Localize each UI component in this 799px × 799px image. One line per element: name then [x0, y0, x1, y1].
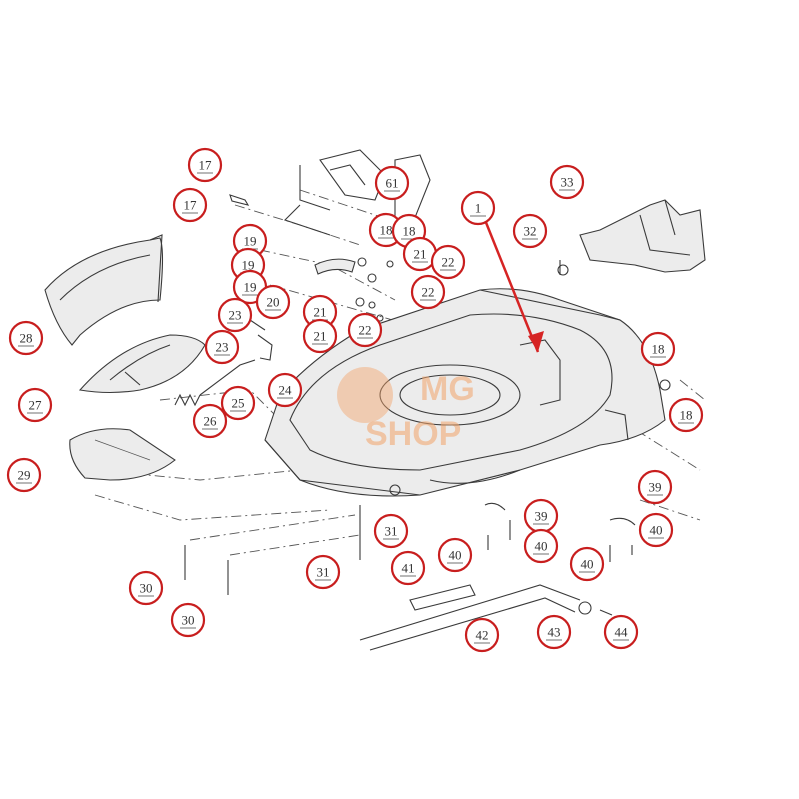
- callout-23: 23: [204, 329, 240, 365]
- callout-label: 29: [18, 468, 31, 483]
- callout-label: 40: [449, 548, 462, 563]
- callout-18: 18: [640, 331, 676, 367]
- callout-18: 18: [668, 397, 704, 433]
- callout-21: 21: [302, 318, 338, 354]
- callout-22: 22: [347, 312, 383, 348]
- callout-label: 19: [242, 258, 255, 273]
- callout-40: 40: [523, 528, 559, 564]
- callout-label: 43: [548, 625, 561, 640]
- callout-39: 39: [523, 498, 559, 534]
- callout-label: 20: [267, 295, 280, 310]
- callout-17: 17: [187, 147, 223, 183]
- rear-guard-part: [579, 199, 706, 273]
- watermark-line-1: MG: [420, 370, 475, 408]
- callout-27: 27: [17, 387, 53, 423]
- callout-23: 23: [217, 297, 253, 333]
- callout-label: 22: [442, 255, 455, 270]
- callout-label: 18: [652, 342, 665, 357]
- callout-26: 26: [192, 403, 228, 439]
- callout-29: 29: [6, 457, 42, 493]
- front-plate-part: [69, 428, 176, 481]
- callout-label: 28: [20, 331, 33, 346]
- shop-watermark: MG SHOP: [337, 367, 475, 453]
- callout-label: 21: [314, 329, 327, 344]
- callout-label: 31: [317, 565, 330, 580]
- callout-label: 30: [140, 581, 153, 596]
- callout-label: 18: [403, 224, 416, 239]
- callout-label: 40: [535, 539, 548, 554]
- callout-label: 22: [422, 285, 435, 300]
- callout-25: 25: [220, 385, 256, 421]
- callout-32: 32: [512, 213, 548, 249]
- callout-label: 21: [414, 247, 427, 262]
- callout-label: 31: [385, 524, 398, 539]
- callout-label: 18: [380, 223, 393, 238]
- callout-31: 31: [373, 513, 409, 549]
- callout-41: 41: [390, 550, 426, 586]
- callout-61: 61: [374, 165, 410, 201]
- callout-30: 30: [128, 570, 164, 606]
- watermark-line-2: SHOP: [365, 415, 461, 453]
- callout-label: 19: [244, 234, 257, 249]
- callout-24: 24: [267, 372, 303, 408]
- callout-20: 20: [255, 284, 291, 320]
- callout-label: 40: [650, 523, 663, 538]
- callout-21: 21: [302, 294, 338, 330]
- callout-21: 21: [402, 236, 438, 272]
- callout-label: 23: [229, 308, 242, 323]
- callout-label: 24: [279, 383, 293, 398]
- callout-label: 42: [476, 628, 489, 643]
- callout-39: 39: [637, 469, 673, 505]
- callout-label: 30: [182, 613, 195, 628]
- callout-28: 28: [8, 320, 44, 356]
- spring-part: [174, 359, 256, 407]
- top-linkage-parts: [229, 149, 431, 361]
- rear-deflector-part: [44, 234, 164, 346]
- callout-40: 40: [638, 512, 674, 548]
- callout-40: 40: [569, 546, 605, 582]
- callout-label: 25: [232, 396, 245, 411]
- callout-33: 33: [549, 164, 585, 200]
- callout-31: 31: [305, 554, 341, 590]
- callout-label: 18: [680, 408, 693, 423]
- part-indicator-arrow: [483, 219, 544, 353]
- callout-labels: 17 17 61 33 1 32 19 19 19 18 18 21 22 22 20 21 21 22 23 23 2…: [6, 147, 704, 653]
- callout-label: 17: [184, 198, 198, 213]
- callout-30: 30: [170, 602, 206, 638]
- callout-label: 21: [314, 305, 327, 320]
- grip-part: [78, 334, 206, 394]
- callout-label: 19: [244, 280, 257, 295]
- callout-label: 22: [359, 323, 372, 338]
- callout-label: 44: [615, 625, 629, 640]
- callout-label: 27: [29, 398, 43, 413]
- callout-17: 17: [172, 187, 208, 223]
- callout-44: 44: [603, 614, 639, 650]
- callout-22: 22: [430, 244, 466, 280]
- callout-label: 23: [216, 340, 229, 355]
- callout-label: 32: [524, 224, 537, 239]
- callout-label: 33: [561, 175, 574, 190]
- callout-1: 1: [460, 190, 496, 226]
- callout-40: 40: [437, 537, 473, 573]
- callout-label: 1: [475, 201, 482, 216]
- callout-42: 42: [464, 617, 500, 653]
- callout-43: 43: [536, 614, 572, 650]
- callout-label: 26: [204, 414, 218, 429]
- callout-label: 39: [649, 480, 662, 495]
- callout-label: 61: [386, 176, 399, 191]
- callout-label: 40: [581, 557, 594, 572]
- callout-label: 41: [402, 561, 415, 576]
- callout-22: 22: [410, 274, 446, 310]
- callout-label: 17: [199, 158, 213, 173]
- callout-label: 39: [535, 509, 548, 524]
- rear-bar-parts: [359, 584, 613, 651]
- fasteners: [184, 260, 671, 595]
